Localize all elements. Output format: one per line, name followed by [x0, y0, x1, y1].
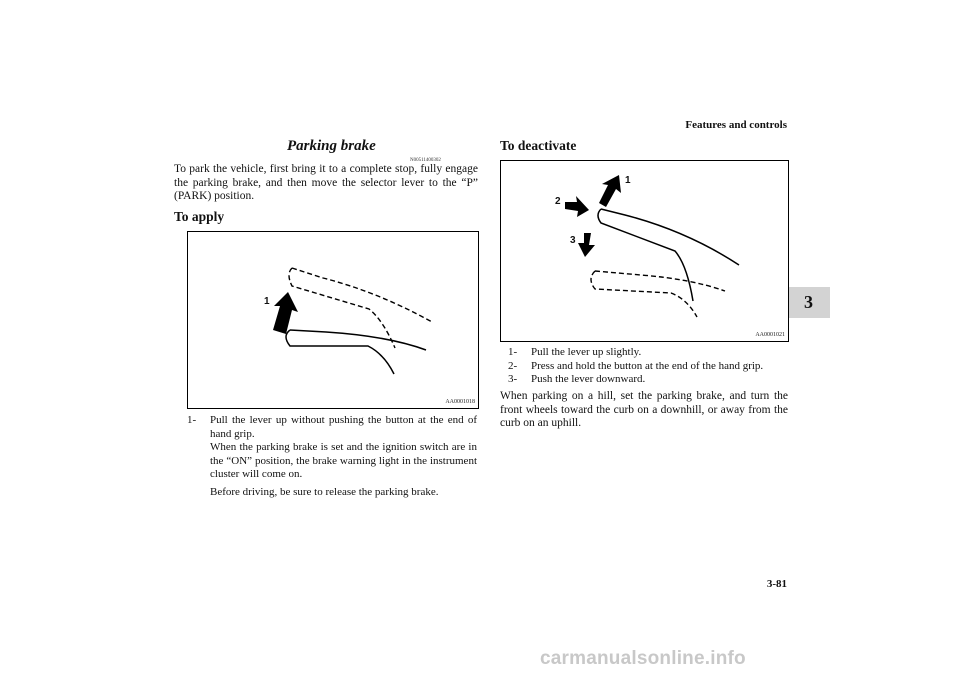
document-code: N00511400302: [410, 158, 441, 163]
lever-release-illustration: [565, 175, 740, 318]
section-title: Parking brake: [287, 138, 376, 154]
intro-paragraph: To park the vehicle, first bring it to a…: [174, 163, 478, 203]
deactivate-steps: 1- Pull the lever up slightly. 2- Press …: [508, 346, 788, 387]
list-item: 2- Press and hold the button at the end …: [508, 360, 788, 374]
apply-steps: 1- Pull the lever up without pushing the…: [187, 414, 477, 441]
step-text: Pull the lever up without pushing the bu…: [210, 414, 477, 440]
figure-label-2: 2: [555, 196, 561, 207]
arrow-down-icon: [578, 233, 595, 257]
arrow-up-icon: [273, 292, 298, 334]
step-text: Press and hold the button at the end of …: [531, 359, 764, 372]
warning-light-note: When the parking brake is set and the ig…: [210, 441, 477, 480]
list-item: 1- Pull the lever up slightly.: [508, 346, 788, 360]
step-number: 1-: [187, 414, 197, 426]
step-number: 3-: [508, 373, 518, 385]
deactivate-figure: 1 2 3 AA0001021: [500, 160, 789, 342]
step-text: Push the lever downward.: [531, 373, 646, 385]
release-note: Before driving, be sure to release the p…: [210, 486, 439, 498]
figure-label-3: 3: [570, 235, 576, 246]
step-text: Pull the lever up slightly.: [531, 346, 642, 358]
deactivate-heading: To deactivate: [500, 138, 577, 153]
step-number: 2-: [508, 359, 518, 372]
figure-code: AA0001018: [445, 399, 475, 405]
figure-label-1: 1: [264, 296, 270, 307]
figure-code: AA0001021: [755, 332, 785, 338]
lever-apply-illustration: [273, 267, 433, 375]
figure-label-1: 1: [625, 175, 631, 186]
hill-parking-note: When parking on a hill, set the parking …: [500, 390, 788, 430]
step-number: 1-: [508, 346, 518, 358]
list-item: 1- Pull the lever up without pushing the…: [187, 414, 477, 441]
apply-figure: 1 AA0001018: [187, 231, 479, 409]
arrow-push-icon: [565, 196, 589, 217]
apply-heading: To apply: [174, 209, 225, 224]
watermark: carmanualsonline.info: [540, 648, 746, 669]
running-header: Features and controls: [685, 119, 787, 131]
chapter-tab: 3: [787, 287, 830, 318]
page-number: 3-81: [766, 578, 787, 590]
list-item: 3- Push the lever downward.: [508, 373, 788, 387]
arrow-up-icon: [599, 175, 621, 207]
